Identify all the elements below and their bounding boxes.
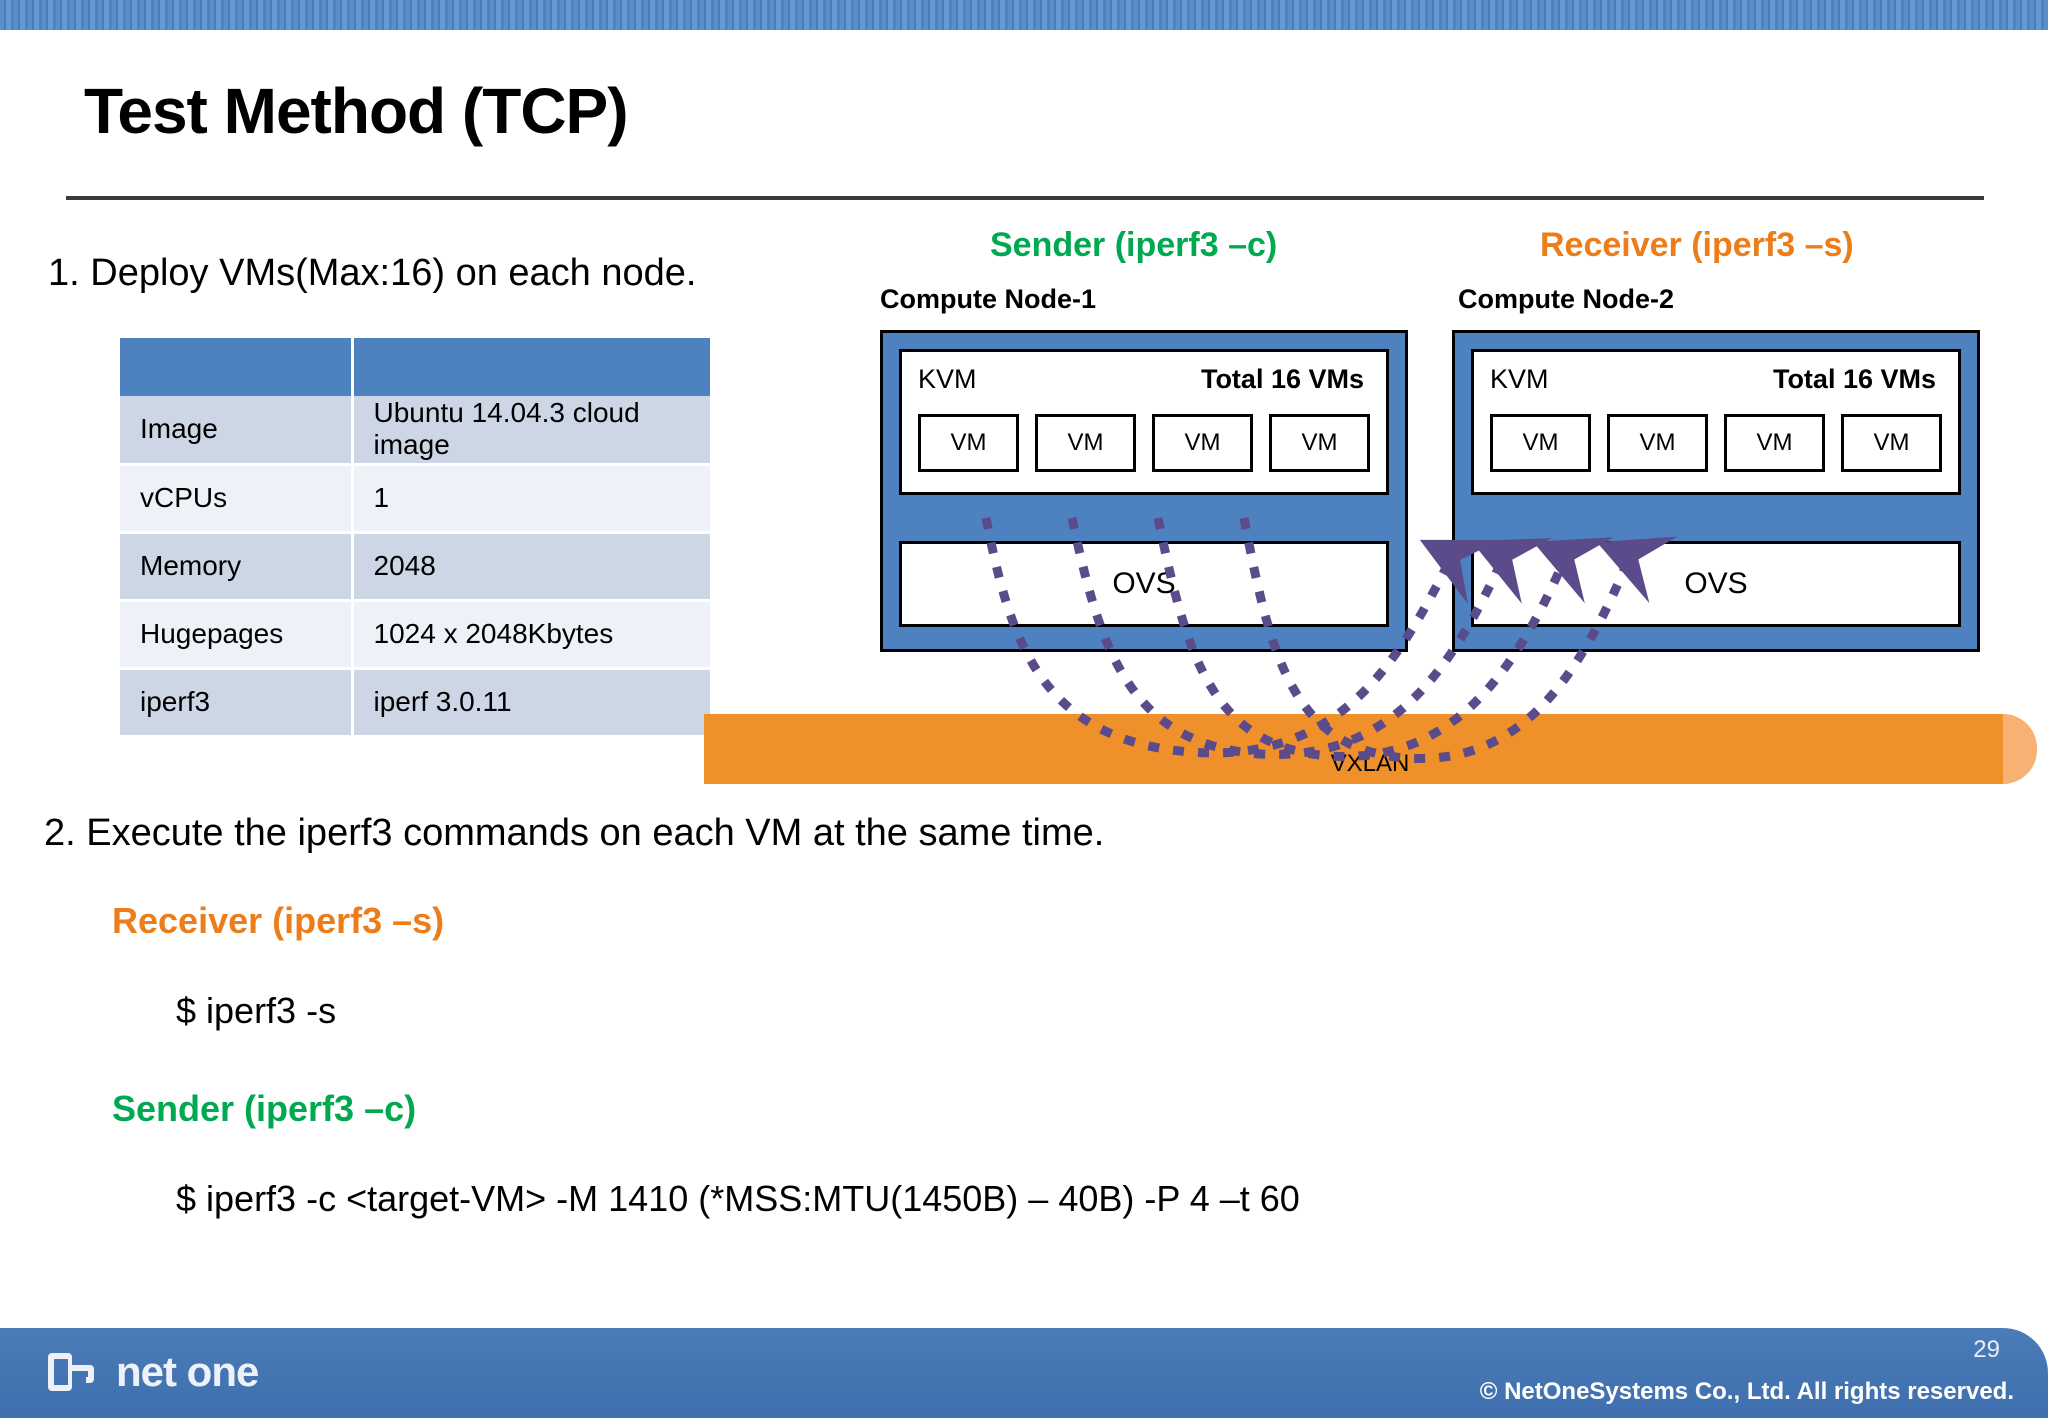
kvm-label-node1: KVM [918, 364, 977, 394]
title-divider [66, 196, 1984, 200]
page-number: 29 [1973, 1336, 2000, 1363]
netone-logo-text: net one [116, 1348, 259, 1395]
ovs-box-node1: OVS [899, 541, 1389, 627]
receiver-command-heading: Receiver (iperf3 –s) [112, 900, 445, 941]
sender-command-line: $ iperf3 -c <target-VM> -M 1410 (*MSS:MT… [176, 1178, 1300, 1219]
cell-value: 2048 [352, 532, 710, 602]
vm-box: VM [1724, 414, 1825, 472]
vm-box: VM [918, 414, 1019, 472]
sender-command-heading: Sender (iperf3 –c) [112, 1088, 417, 1129]
total-vms-label-node1: Total 16 VMs [1200, 364, 1364, 394]
table-header-row [120, 338, 710, 396]
copyright-notice: © NetOneSystems Co., Ltd. All rights res… [1479, 1378, 2014, 1405]
vxlan-label: VXLAN [1330, 750, 1410, 777]
vm-box: VM [1269, 414, 1370, 472]
table-row: iperf3 iperf 3.0.11 [120, 668, 710, 738]
cell-key: Image [120, 396, 354, 466]
step-2-text: 2. Execute the iperf3 commands on each V… [44, 812, 1105, 854]
vm-box: VM [1035, 414, 1136, 472]
cell-value: 1024 x 2048Kbytes [352, 600, 710, 670]
header-cell-value [352, 338, 710, 396]
netone-logo: net one [46, 1348, 259, 1396]
netone-logo-icon [48, 1353, 94, 1391]
cell-key: Memory [120, 532, 354, 602]
compute-node-1-box: KVM Total 16 VMs VM VM VM VM OVS [880, 330, 1408, 652]
vm-spec-table: Image Ubuntu 14.04.3 cloud image vCPUs 1… [120, 338, 710, 738]
topology-diagram: Sender (iperf3 –c) Receiver (iperf3 –s) … [880, 226, 2040, 786]
page-title: Test Method (TCP) [84, 75, 629, 147]
vm-box: VM [1490, 414, 1591, 472]
table-row: Hugepages 1024 x 2048Kbytes [120, 600, 710, 670]
cell-key: vCPUs [120, 464, 354, 534]
vm-box: VM [1607, 414, 1708, 472]
vm-box: VM [1841, 414, 1942, 472]
kvm-box-node1: KVM Total 16 VMs VM VM VM VM [899, 349, 1389, 495]
kvm-box-node2: KVM Total 16 VMs VM VM VM VM [1471, 349, 1961, 495]
compute-node-2-label: Compute Node-2 [1458, 284, 1674, 314]
step-1-text: 1. Deploy VMs(Max:16) on each node. [48, 252, 697, 294]
slide-footer: net one 29 © NetOneSystems Co., Ltd. All… [0, 1328, 2048, 1418]
cell-value: iperf 3.0.11 [352, 668, 710, 738]
top-striped-banner [0, 0, 2048, 30]
cell-key: iperf3 [120, 668, 354, 738]
receiver-role-label: Receiver (iperf3 –s) [1540, 226, 1854, 264]
compute-node-2-box: KVM Total 16 VMs VM VM VM VM OVS [1452, 330, 1980, 652]
vm-row-node2: VM VM VM VM [1490, 414, 1942, 472]
cell-value: 1 [352, 464, 710, 534]
ovs-box-node2: OVS [1471, 541, 1961, 627]
receiver-command-line: $ iperf3 -s [176, 990, 337, 1031]
table-row: vCPUs 1 [120, 464, 710, 534]
cell-key: Hugepages [120, 600, 354, 670]
cell-value: Ubuntu 14.04.3 cloud image [352, 396, 710, 466]
compute-node-1-label: Compute Node-1 [880, 284, 1096, 314]
vm-row-node1: VM VM VM VM [918, 414, 1370, 472]
total-vms-label-node2: Total 16 VMs [1772, 364, 1936, 394]
sender-role-label: Sender (iperf3 –c) [990, 226, 1278, 264]
table-row: Image Ubuntu 14.04.3 cloud image [120, 396, 710, 466]
vxlan-cylinder: VXLAN [704, 714, 2037, 784]
header-cell-key [120, 338, 354, 396]
vm-box: VM [1152, 414, 1253, 472]
kvm-label-node2: KVM [1490, 364, 1549, 394]
table-row: Memory 2048 [120, 532, 710, 602]
